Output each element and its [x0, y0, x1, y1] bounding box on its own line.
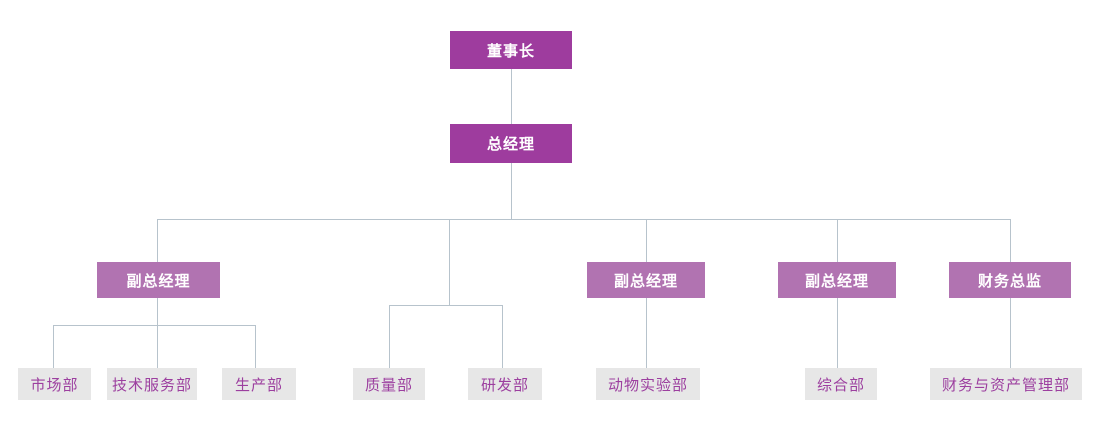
- connector-vp1-subline: [157, 298, 158, 325]
- node-vp-2: 副总经理: [587, 262, 705, 298]
- connector-drop-rnd: [502, 305, 503, 368]
- connector-cfo-finance-assets: [1010, 298, 1011, 368]
- connector-drop-vp1: [157, 219, 158, 262]
- node-dept-animal-lab: 动物实验部: [596, 368, 700, 400]
- connector-drop-production: [255, 325, 256, 368]
- connector-chairman-gm: [511, 69, 512, 124]
- connector-drop-marketing: [53, 325, 54, 368]
- connector-left-horizontal: [53, 325, 256, 326]
- node-dept-marketing: 市场部: [18, 368, 91, 400]
- connector-gm-mainline: [511, 163, 512, 219]
- node-dept-production: 生产部: [222, 368, 296, 400]
- node-general-manager: 总经理: [450, 124, 572, 163]
- node-vp-1: 副总经理: [97, 262, 220, 298]
- connector-drop-vp2: [646, 219, 647, 262]
- connector-drop-middle-stub: [449, 219, 450, 305]
- connector-drop-cfo: [1010, 219, 1011, 262]
- connector-main-horizontal: [157, 219, 1011, 220]
- node-dept-tech-service: 技术服务部: [107, 368, 197, 400]
- node-finance-director: 财务总监: [949, 262, 1071, 298]
- node-dept-quality: 质量部: [353, 368, 425, 400]
- connector-drop-vp3: [837, 219, 838, 262]
- connector-drop-quality: [389, 305, 390, 368]
- node-dept-general-affairs: 综合部: [805, 368, 877, 400]
- node-vp-3: 副总经理: [778, 262, 896, 298]
- connector-vp3-general-affairs: [837, 298, 838, 368]
- connector-vp2-animal-lab: [646, 298, 647, 368]
- connector-drop-tech-service: [157, 325, 158, 368]
- node-dept-finance-assets: 财务与资产管理部: [930, 368, 1082, 400]
- node-dept-rnd: 研发部: [468, 368, 542, 400]
- node-chairman: 董事长: [450, 31, 572, 69]
- connector-middle-horizontal: [389, 305, 503, 306]
